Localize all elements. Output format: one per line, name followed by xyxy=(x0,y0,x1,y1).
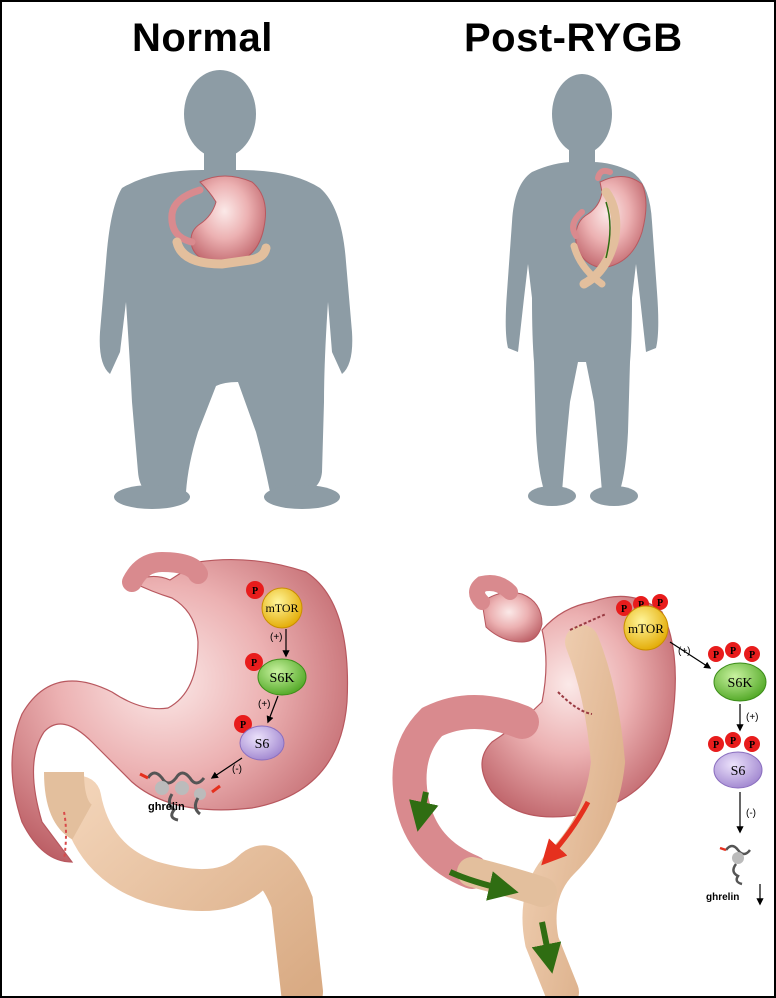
rygb-activate-1: (+) xyxy=(678,646,691,657)
rygb-mtor-phospho-1-label: P xyxy=(621,604,627,615)
normal-s6k-phospho-label: P xyxy=(251,658,257,669)
normal-stomach xyxy=(12,560,347,992)
rygb-ghrelin-molecule xyxy=(720,846,750,884)
rygb-inhibit: (-) xyxy=(746,808,756,819)
rygb-s6k-phospho-1-label: P xyxy=(713,650,719,661)
rygb-s6k-phospho-2-label: P xyxy=(730,646,736,657)
rygb-ghrelin-label: ghrelin xyxy=(706,892,739,903)
rygb-s6k-phospho-3-label: P xyxy=(749,650,755,661)
rygb-s6-phospho-2-label: P xyxy=(730,736,736,747)
rygb-mtor-label: mTOR xyxy=(628,621,664,636)
normal-s6k-label: S6K xyxy=(270,671,295,686)
normal-ghrelin-label: ghrelin xyxy=(148,801,185,813)
rygb-activate-2: (+) xyxy=(746,712,759,723)
rygb-s6k-label: S6K xyxy=(728,676,753,691)
rygb-s6-label: S6 xyxy=(731,764,746,779)
obese-silhouette xyxy=(100,70,353,509)
rygb-s6-phospho-3-label: P xyxy=(749,740,755,751)
rygb-mtor-phospho-3-label: P xyxy=(657,598,663,609)
normal-mtor-phospho-label: P xyxy=(252,586,258,597)
slim-silhouette xyxy=(506,74,659,506)
normal-mtor-label: mTOR xyxy=(265,601,298,615)
normal-s6-phospho-label: P xyxy=(240,720,246,731)
normal-activate-1: (+) xyxy=(270,632,283,643)
normal-activate-2: (+) xyxy=(258,699,271,710)
rygb-s6-phospho-1-label: P xyxy=(713,740,719,751)
normal-s6-label: S6 xyxy=(255,737,270,752)
normal-inhibit: (-) xyxy=(232,764,242,775)
